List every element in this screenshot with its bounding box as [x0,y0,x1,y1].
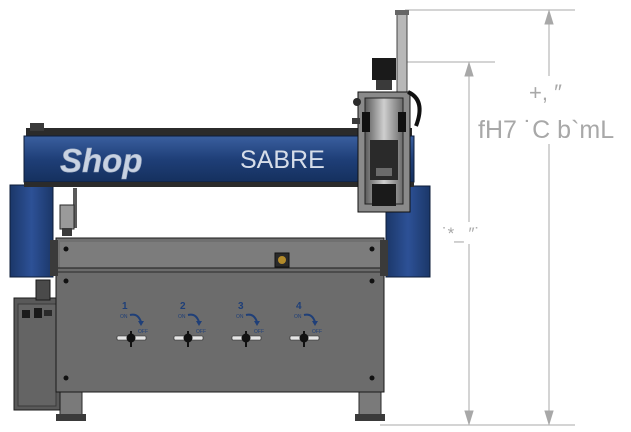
dimension-labels: +, ″ fH7 ˙C b`mL ˙*_ ″˙ [440,76,626,244]
emergency-stop-button[interactable] [274,252,290,268]
vacuum-switch-2[interactable]: 2 ON OFF [173,301,206,347]
machine-legs [56,387,385,421]
switch-number: 2 [180,301,186,312]
switch-on-label: ON [294,314,302,320]
table-body [55,237,385,393]
vacuum-switch-3[interactable]: 3 ON OFF [231,301,264,347]
logo-shop: Shop [60,142,142,179]
gantry-beam [23,123,415,187]
shopsabre-logo: Shop SABRE [60,142,325,180]
switch-off-label: OFF [312,329,322,335]
switch-off-label: OFF [254,329,264,335]
overall-height-label: +, ″ [529,80,562,105]
switch-on-label: ON [120,314,128,320]
vacuum-switch-4[interactable]: 4 ON OFF [289,301,322,347]
switch-on-label: ON [236,314,244,320]
table-height-label: ˙*_ ″˙ [442,224,480,243]
vacuum-switch-1[interactable]: 1 ON OFF [116,301,148,347]
gantry-side-left [9,184,58,278]
switch-number: 4 [296,301,302,312]
dimension-note-label: fH7 ˙C b`mL [478,116,614,144]
switch-off-label: OFF [138,329,148,335]
switch-number: 3 [238,301,244,312]
tool-probe [59,188,77,236]
switch-off-label: OFF [196,329,206,335]
switch-on-label: ON [178,314,186,320]
switch-number: 1 [122,301,128,312]
spindle-carriage [352,10,422,213]
control-cabinet [13,279,61,411]
logo-sabre: SABRE [240,146,325,174]
